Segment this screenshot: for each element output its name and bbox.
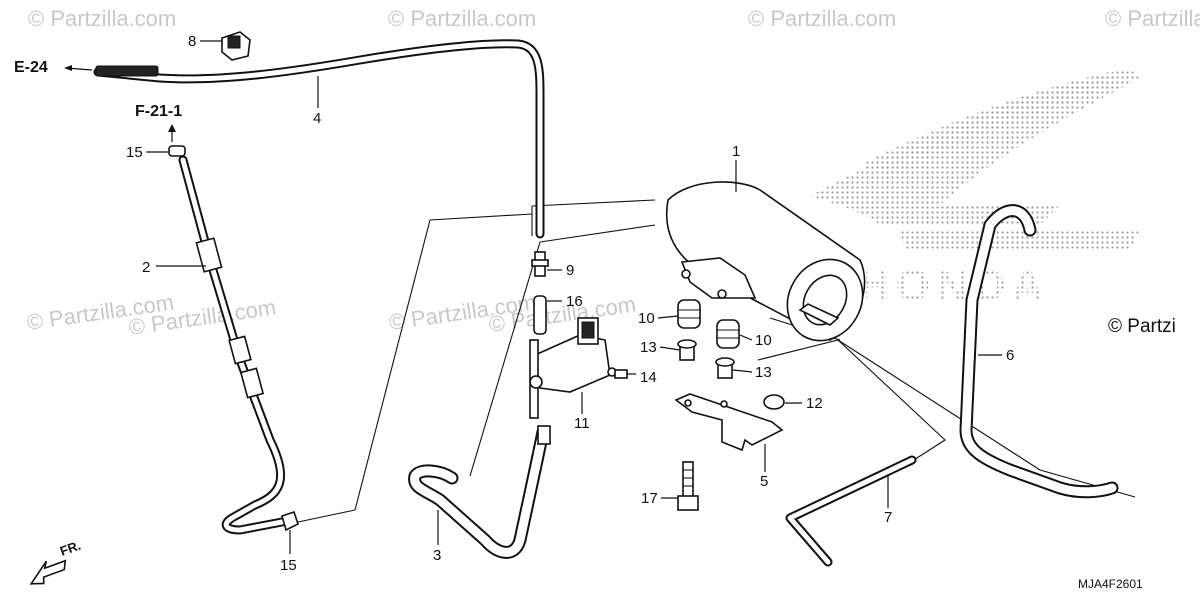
collar-13-left	[677, 339, 697, 361]
clip-15-bottom	[281, 510, 299, 532]
watermark: © Partzilla.com	[28, 6, 176, 31]
callout-10-right: 10	[755, 332, 772, 349]
callout-13-left: 13	[640, 339, 657, 356]
logo-text: HONDA	[858, 261, 1049, 310]
diagram-code: MJA4F2601	[1078, 577, 1143, 591]
callout-16: 16	[566, 293, 583, 310]
collar-13-right	[715, 357, 735, 379]
tube-16	[533, 295, 547, 335]
hose-4	[93, 39, 545, 239]
callout-17: 17	[641, 490, 658, 507]
front-marker-label: FR.	[58, 538, 83, 559]
callout-11: 11	[574, 415, 590, 432]
watermark: © Partzilla.com	[748, 6, 896, 31]
hose-3	[408, 425, 551, 559]
callout-15-bottom: 15	[280, 557, 297, 574]
honda-wing-logo: HONDA	[810, 68, 1140, 310]
callout-15-top: 15	[126, 144, 143, 161]
watermark: © Partzilla.com	[388, 6, 536, 31]
hose-6	[959, 204, 1119, 499]
callout-7: 7	[884, 509, 892, 526]
callout-4: 4	[313, 110, 321, 127]
callout-10-left: 10	[638, 310, 655, 327]
ref-e24: E-24	[14, 59, 93, 76]
callout-2: 2	[142, 259, 150, 276]
clip-15-top	[168, 145, 186, 157]
callout-6: 6	[1006, 347, 1014, 364]
callout-9: 9	[566, 262, 574, 279]
callout-5: 5	[760, 473, 768, 490]
bolt-14	[614, 369, 636, 379]
nipple-9	[531, 251, 549, 277]
watermark: © Partzilla.com	[1105, 6, 1200, 31]
callout-8: 8	[188, 33, 196, 50]
callouts: 1 2 3 4 5 6 7 8 9 10 10 11 12 13 13 14 1…	[126, 33, 1014, 574]
callout-12: 12	[806, 395, 823, 412]
canister-1	[665, 181, 866, 342]
cap-12	[763, 394, 785, 410]
solenoid-valve-11	[529, 317, 617, 419]
callout-1: 1	[732, 143, 740, 160]
grommet-10-right	[716, 319, 740, 349]
bolt-17	[677, 461, 699, 511]
callout-14: 14	[640, 369, 657, 386]
grommet-10-left	[677, 299, 701, 329]
ref-f211-label: F-21-1	[135, 103, 182, 120]
front-direction-marker: FR.	[29, 538, 83, 585]
bracket-5	[674, 393, 784, 452]
outline-frame	[297, 199, 1136, 523]
ref-e24-label: E-24	[14, 59, 48, 76]
hose-2	[178, 155, 287, 535]
hose-7	[785, 455, 917, 567]
clip-8	[221, 31, 251, 61]
brand-watermark: © Partzi	[1108, 316, 1176, 337]
ref-f211: F-21-1	[135, 103, 182, 142]
callout-3: 3	[433, 547, 441, 564]
callout-13-right: 13	[755, 364, 772, 381]
